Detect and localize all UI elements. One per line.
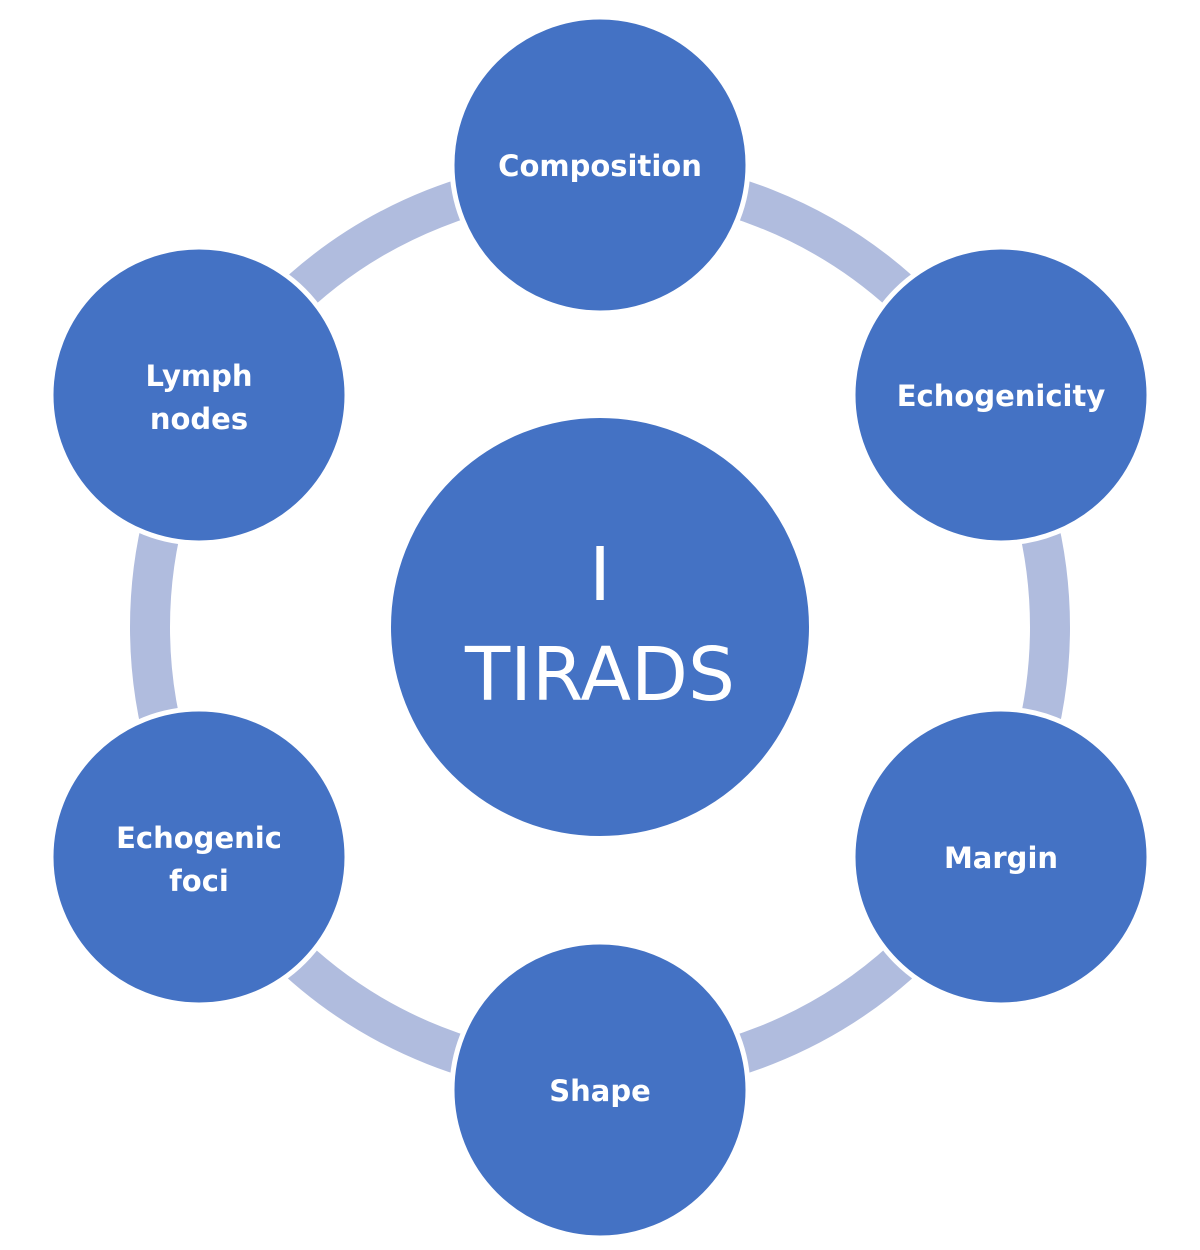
node-echogenic-foci-circle — [48, 706, 350, 1008]
center-title-line1: I — [589, 532, 611, 618]
node-echogenicity: Echogenicity — [850, 244, 1152, 546]
node-composition: Composition — [449, 14, 751, 316]
node-echogenic-foci-label-line1: Echogenic — [116, 821, 282, 855]
node-echogenic-foci: Echogenic foci — [48, 706, 350, 1008]
center-node: I TIRADS — [385, 412, 815, 842]
center-node-circle — [385, 412, 815, 842]
node-composition-label: Composition — [498, 149, 702, 183]
node-shape: Shape — [449, 939, 751, 1241]
node-shape-circle — [449, 939, 751, 1241]
node-margin: Margin — [850, 706, 1152, 1008]
center-title-line2: TIRADS — [464, 632, 735, 718]
node-echogenicity-label: Echogenicity — [897, 379, 1106, 413]
node-lymph-nodes-label-line2: nodes — [150, 402, 248, 436]
node-echogenicity-circle — [850, 244, 1152, 546]
node-echogenic-foci-label-line2: foci — [169, 864, 229, 898]
node-lymph-nodes-label-line1: Lymph — [145, 359, 252, 393]
node-lymph-nodes: Lymph nodes — [48, 244, 350, 546]
node-margin-label: Margin — [944, 841, 1058, 875]
node-composition-circle — [449, 14, 751, 316]
node-margin-circle — [850, 706, 1152, 1008]
node-shape-label: Shape — [549, 1074, 651, 1108]
node-lymph-nodes-circle — [48, 244, 350, 546]
